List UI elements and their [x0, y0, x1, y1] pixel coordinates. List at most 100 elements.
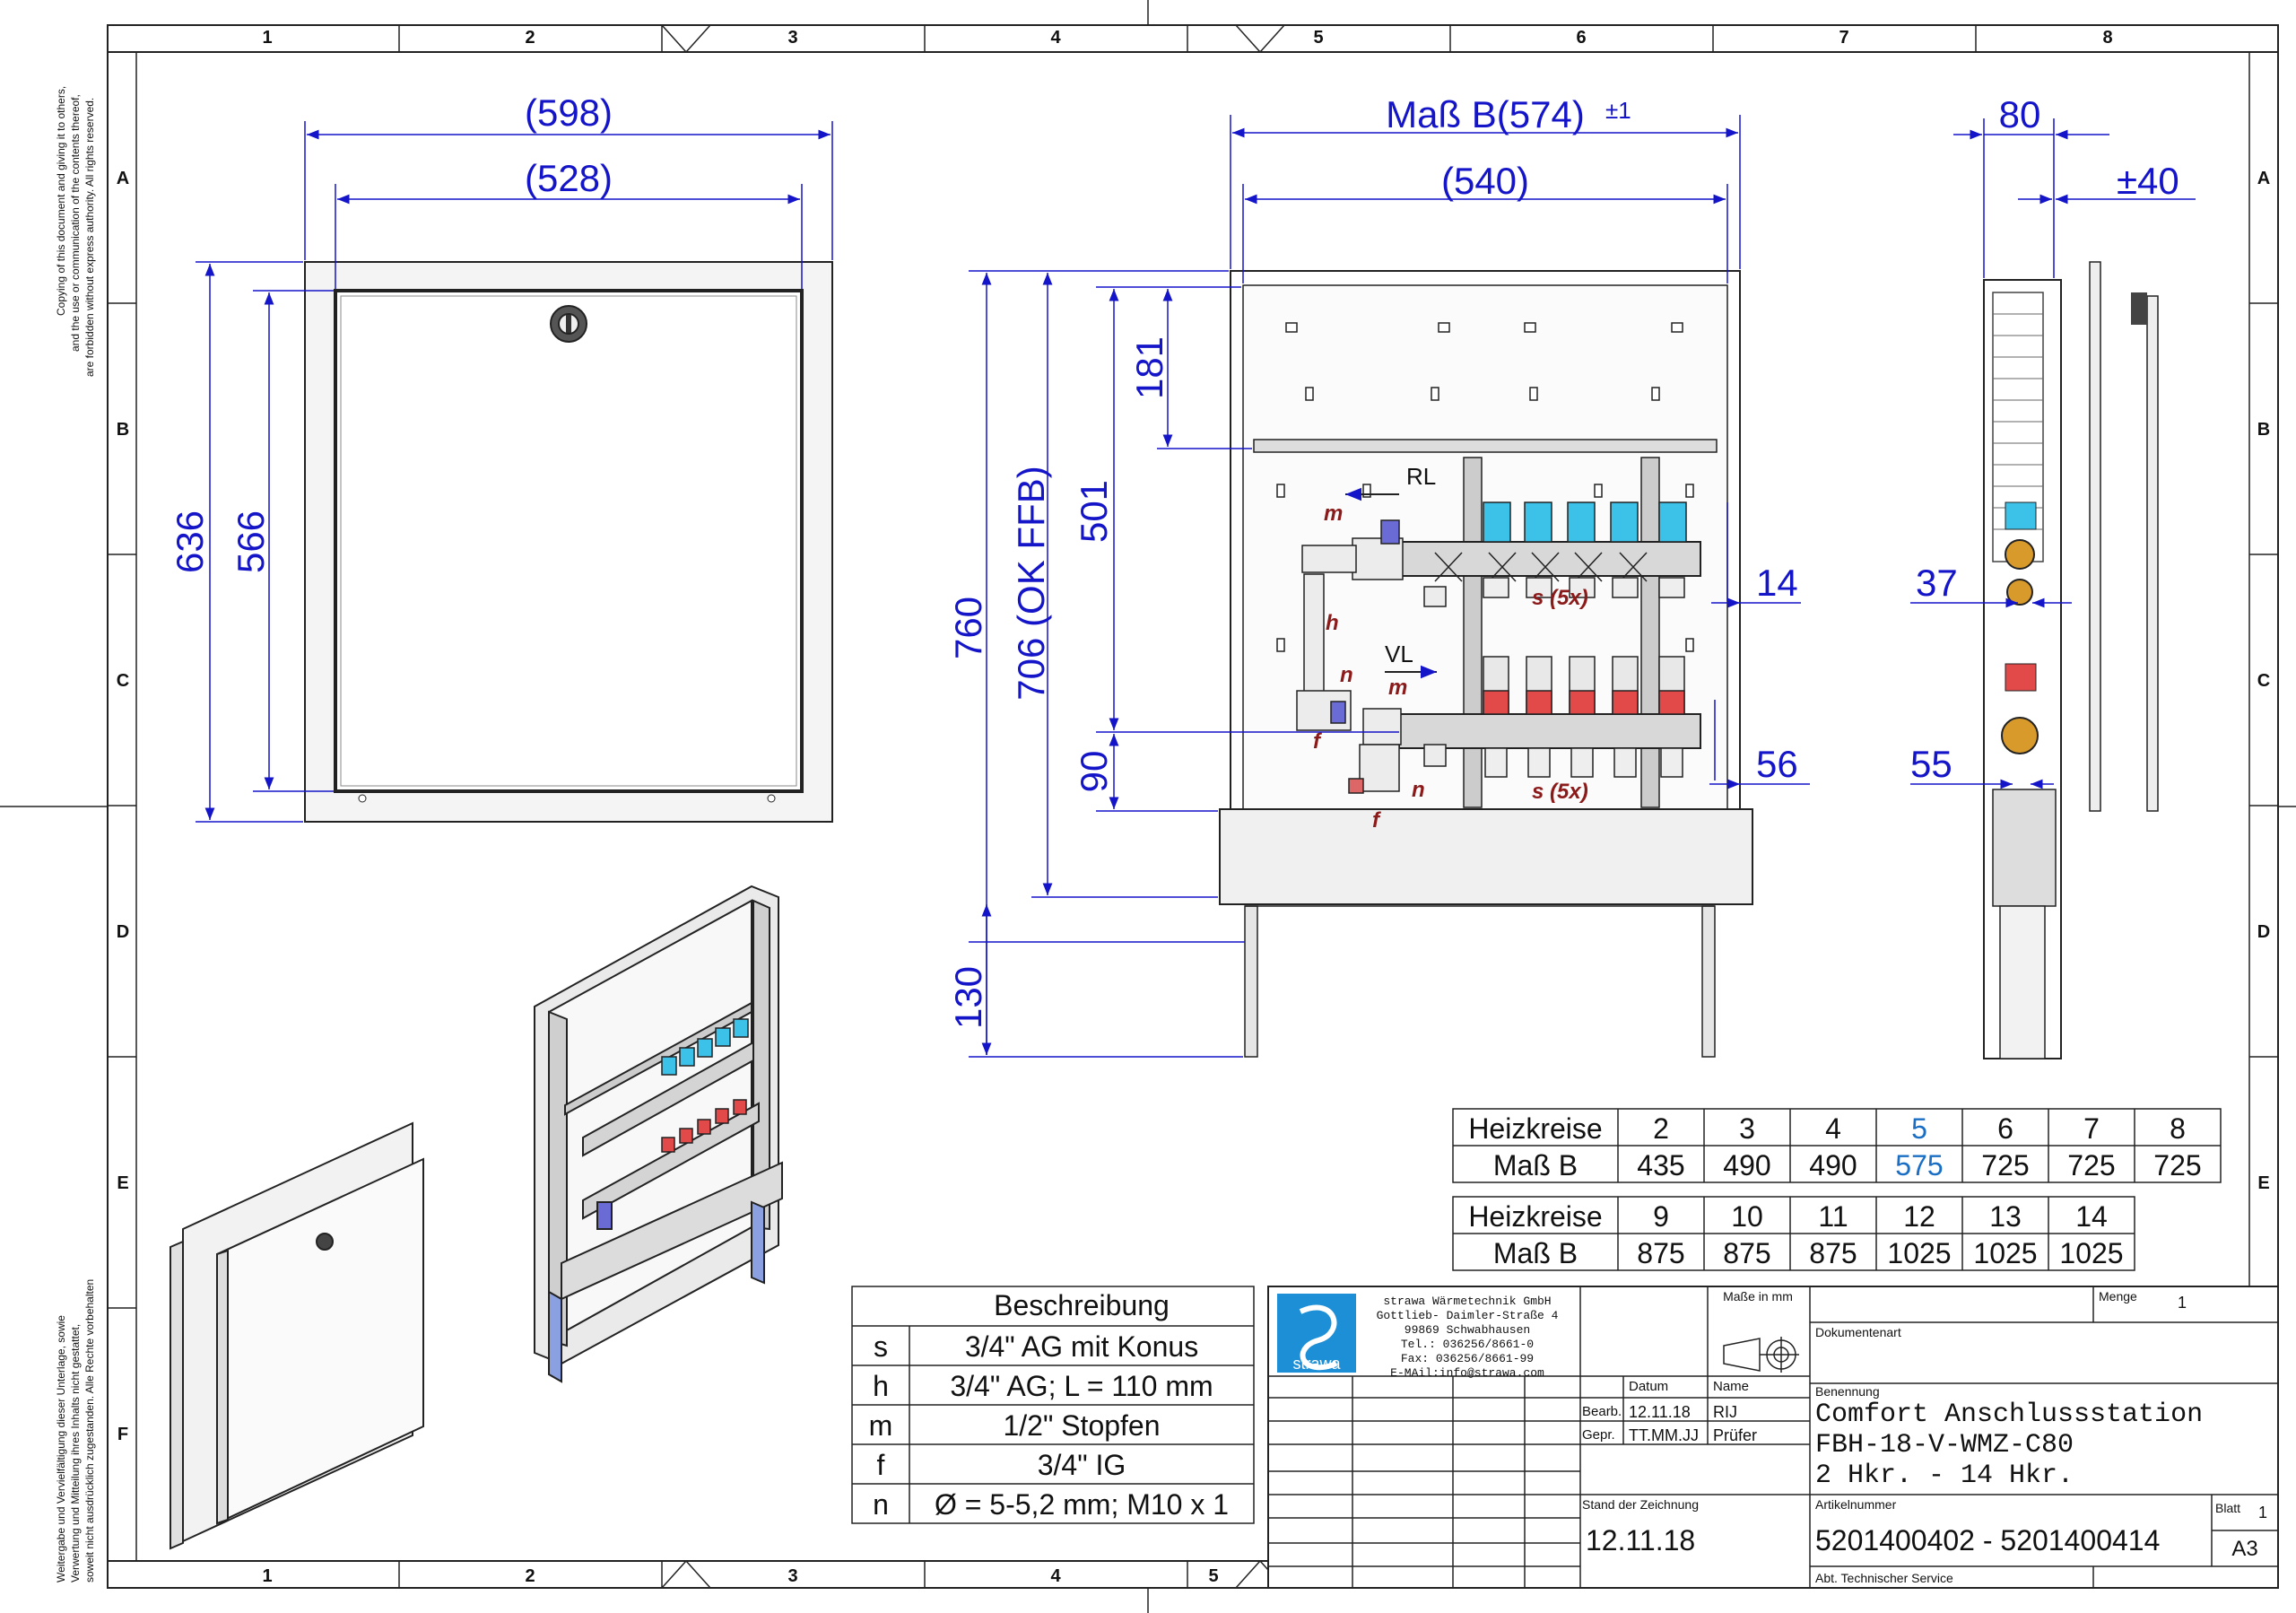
label-rl: RL	[1406, 463, 1436, 490]
svg-text:Verwertung und Mitteilung ihre: Verwertung und Mitteilung ihres Inhalts …	[69, 1324, 82, 1582]
row-label: A	[2257, 169, 2270, 188]
label-h: h	[1326, 611, 1339, 635]
label-n-1: n	[1340, 663, 1353, 687]
col-label: 2	[525, 1566, 535, 1586]
copyright-note-bottom: Weitergabe und Vervielfältigung dieser U…	[55, 1279, 96, 1582]
artikel-label: Artikelnummer	[1815, 1497, 1897, 1512]
dim-inner-height: 566	[230, 510, 272, 573]
row-label: D	[2257, 922, 2270, 942]
svg-text:are forbidden without express: are forbidden without express authority.…	[83, 98, 96, 377]
svg-text:99869 Schwabhausen: 99869 Schwabhausen	[1405, 1323, 1530, 1337]
col-label: 3	[787, 28, 797, 48]
masse-in-mm: Maße in mm	[1723, 1289, 1793, 1303]
row-label: C	[117, 671, 129, 691]
dokumentenart-label: Dokumentenart	[1815, 1325, 1901, 1339]
gepr-label: Gepr.	[1582, 1427, 1615, 1443]
benennung-label: Benennung	[1815, 1384, 1880, 1399]
return-valves	[1434, 501, 1687, 598]
mass-b-cell: 725	[1981, 1149, 2029, 1181]
table-2-row1-label: Heizkreise	[1468, 1200, 1602, 1233]
mass-b-cell: 725	[2153, 1149, 2201, 1181]
bearb-date: 12.11.18	[1629, 1403, 1691, 1421]
dim-mass-b-tolerance: ±1	[1605, 97, 1631, 124]
mass-b-cell: 1025	[2059, 1237, 2123, 1269]
beschreibung-value: 3/4" AG mit Konus	[965, 1330, 1198, 1363]
svg-text:Tel.: 036256/8661-0: Tel.: 036256/8661-0	[1401, 1338, 1534, 1351]
title-block: strawa strawa Wärmetechnik GmbH Gottlieb…	[1267, 1286, 2279, 1589]
dim-80: 80	[1999, 93, 2041, 135]
beschreibung-key: s	[874, 1330, 888, 1363]
copyright-note-top: Copying of this document and giving it t…	[55, 86, 96, 377]
stand-value: 12.11.18	[1586, 1524, 1695, 1556]
heizkreise-table-2: Heizkreise Maß B 9 10 11 12 13 14 875 87…	[1452, 1196, 2135, 1271]
dim-inner-width: (528)	[525, 157, 613, 199]
dim-181: 181	[1128, 336, 1170, 399]
mass-b-cell: 725	[2067, 1149, 2115, 1181]
dim-90: 90	[1073, 751, 1115, 793]
mass-b-cell: 1025	[1973, 1237, 2037, 1269]
circuit-cell: 6	[1997, 1112, 2013, 1145]
benennung-line-1: Comfort Anschlussstation	[1815, 1399, 2203, 1430]
row-label: D	[117, 922, 129, 942]
row-label: B	[2257, 420, 2270, 440]
row-label: F	[117, 1425, 128, 1444]
svg-text:and the use or communication o: and the use or communication of the cont…	[69, 94, 82, 352]
label-s-bottom: s (5x)	[1532, 780, 1588, 804]
beschreibung-key: n	[873, 1488, 889, 1521]
col-label: 5	[1313, 28, 1323, 48]
svg-text:strawa Wärmetechnik GmbH: strawa Wärmetechnik GmbH	[1383, 1295, 1551, 1308]
col-label: 4	[1050, 1566, 1061, 1586]
col-label: 2	[525, 28, 535, 48]
svg-text:E-MAil:info@strawa.com: E-MAil:info@strawa.com	[1390, 1366, 1544, 1380]
label-s-top: s (5x)	[1532, 586, 1588, 610]
beschreibung-key: f	[877, 1449, 885, 1481]
beschreibung-value: 1/2" Stopfen	[1003, 1409, 1160, 1442]
row-label: E	[117, 1173, 128, 1193]
isometric-open-cabinet	[534, 885, 783, 1383]
abteilung: Abt. Technischer Service	[1815, 1571, 1953, 1585]
row-label: A	[117, 169, 129, 188]
mass-b-cell: 1025	[1887, 1237, 1951, 1269]
svg-text:Copying of this document and g: Copying of this document and giving it t…	[55, 86, 67, 316]
benennung-line-2: FBH-18-V-WMZ-C80	[1815, 1430, 2074, 1460]
table-2-row2-label: Maß B	[1493, 1237, 1578, 1269]
bearb-name: RIJ	[1713, 1403, 1737, 1421]
open-view: RL VL s (5x) s (5x) m h n m f n f	[947, 93, 1810, 1058]
col-label: 1	[262, 28, 272, 48]
circuit-cell: 2	[1653, 1112, 1669, 1145]
dim-mass-b: Maß B(574)	[1386, 93, 1585, 135]
svg-text:strawa: strawa	[1292, 1355, 1341, 1373]
mass-b-cell: 875	[1637, 1237, 1684, 1269]
circuit-cell: 4	[1825, 1112, 1841, 1145]
stand-label: Stand der Zeichnung	[1582, 1497, 1699, 1512]
dim-55: 55	[1910, 743, 1952, 785]
projection-symbol-icon	[1723, 1337, 1799, 1373]
svg-text:Fax: 036256/8661-99: Fax: 036256/8661-99	[1401, 1352, 1534, 1365]
col-label: 1	[262, 1566, 272, 1586]
heizkreise-table-1: Heizkreise Maß B 2 3 4 5 6 7 8 435 490 4…	[1452, 1108, 2222, 1183]
front-view: (598) (528) 636 566	[169, 92, 833, 823]
name-label: Name	[1713, 1379, 1749, 1394]
isometric-closed-cabinet	[170, 1121, 424, 1550]
beschreibung-key: h	[873, 1370, 889, 1402]
dim-inner-width-open: (540)	[1441, 160, 1529, 202]
strawa-logo: strawa	[1277, 1294, 1356, 1373]
circuit-cell: 12	[1903, 1200, 1935, 1233]
circuit-cell: 13	[1989, 1200, 2022, 1233]
gepr-date: TT.MM.JJ	[1629, 1426, 1699, 1444]
circuit-cell: 9	[1653, 1200, 1669, 1233]
menge-value: 1	[2178, 1294, 2187, 1312]
svg-text:Gottlieb- Daimler-Straße 4: Gottlieb- Daimler-Straße 4	[1377, 1309, 1559, 1322]
mass-b-cell: 875	[1809, 1237, 1857, 1269]
circuit-cell: 7	[2083, 1112, 2100, 1145]
heat-meter-piping	[1296, 519, 1447, 794]
col-label: 7	[1839, 28, 1848, 48]
col-label: 8	[2102, 28, 2112, 48]
beschreibung-header: Beschreibung	[994, 1289, 1170, 1321]
mass-b-cell: 875	[1723, 1237, 1770, 1269]
company-address: strawa Wärmetechnik GmbH Gottlieb- Daiml…	[1377, 1295, 1559, 1380]
dim-14: 14	[1756, 562, 1798, 604]
side-view: 80 ±40 37 55	[1910, 93, 2196, 1059]
row-label: C	[2257, 671, 2270, 691]
